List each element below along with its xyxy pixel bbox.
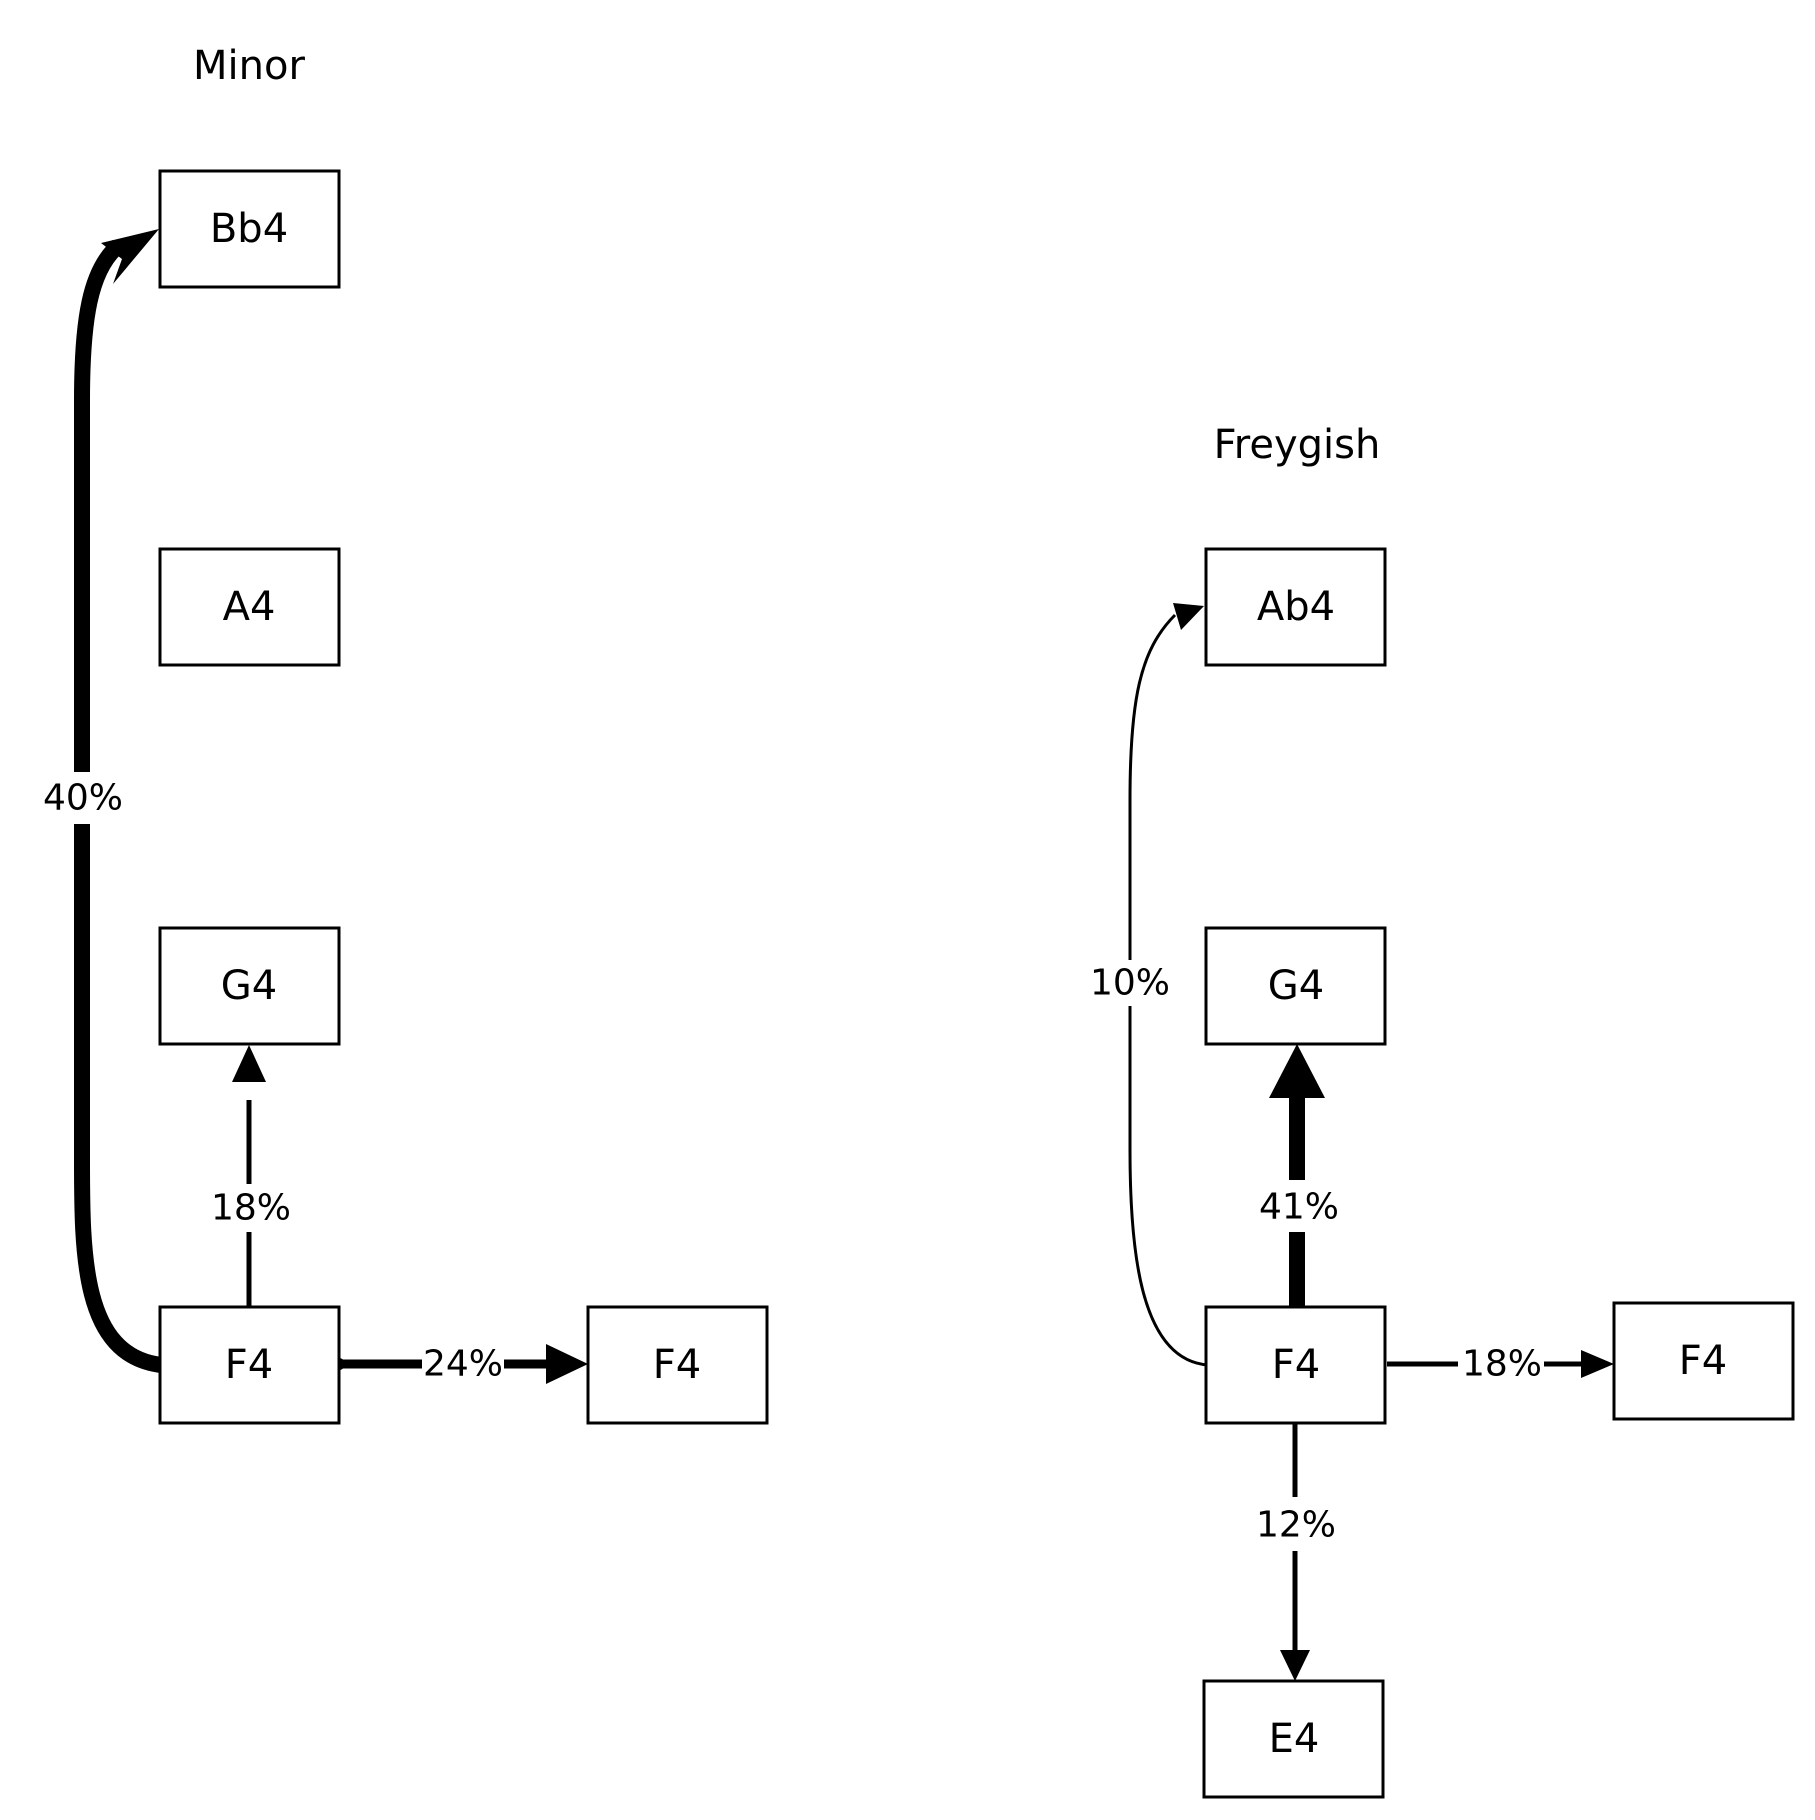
edge-label: 40% [43,778,123,819]
node-box [1612,1301,1795,1421]
edge-label: 10% [1090,963,1170,1004]
edge-line [73,239,163,1373]
edge-freygish-f4-to-f4: 18% [1387,1340,1614,1388]
edge-minor-f4-to-g4: 18% [205,1045,293,1307]
minor-title: Minor [193,43,305,89]
edge-label: 18% [211,1188,291,1229]
edge-minor-f4-to-bb4: 40% [40,229,169,1373]
node-box [158,1305,341,1425]
node-box [158,547,341,667]
label-background [1250,1497,1340,1551]
node-label: G4 [1268,963,1324,1009]
freygish-diagram: Freygish 10% 41% 18% 12% [1088,422,1795,1799]
node-box [158,926,341,1046]
label-background [1088,960,1172,1006]
edge-freygish-f4-to-ab4: 10% [1088,603,1209,1367]
node-label: Bb4 [210,206,288,252]
node-f4: F4 [1204,1305,1387,1425]
node-e4: E4 [1202,1679,1385,1799]
minor-diagram: Minor 40% 18% 24% Bb4 [40,43,769,1425]
arrowhead-icon [546,1344,588,1384]
node-ab4: Ab4 [1204,547,1387,667]
edge-label: 12% [1256,1505,1336,1546]
node-bb4: Bb4 [158,169,341,289]
arrowhead-icon [232,1045,266,1082]
node-f4: F4 [158,1305,341,1425]
node-label: F4 [225,1342,273,1388]
arrowhead-icon [1581,1350,1614,1378]
node-box [1202,1679,1385,1799]
label-background [205,1184,293,1232]
node-f4-next: F4 [586,1305,769,1425]
arrowhead-icon [101,229,159,284]
label-background [1250,1180,1344,1232]
edge-freygish-f4-to-e4: 12% [1250,1422,1340,1681]
arrowhead-icon [1173,603,1204,630]
node-label: F4 [1679,1338,1727,1384]
freygish-title: Freygish [1214,422,1381,468]
node-box [1204,926,1387,1046]
node-label: F4 [653,1342,701,1388]
node-a4: A4 [158,547,341,667]
arrowhead-icon [1280,1650,1310,1681]
edge-label: 18% [1462,1344,1542,1385]
edge-freygish-f4-to-g4: 41% [1250,1044,1344,1315]
node-label: G4 [221,963,277,1009]
edge-minor-f4-to-f4: 24% [333,1340,588,1388]
node-box [586,1305,769,1425]
arrowhead-icon [1269,1044,1325,1098]
edge-label: 24% [423,1344,503,1385]
node-label: Ab4 [1257,584,1335,630]
label-background [1458,1340,1544,1388]
node-g4: G4 [1204,926,1387,1046]
node-label: A4 [223,584,276,630]
node-box [1204,1305,1387,1425]
node-box [158,169,341,289]
node-f4-next: F4 [1612,1301,1795,1421]
node-label: E4 [1269,1716,1320,1762]
node-box [1204,547,1387,667]
label-background [40,772,126,824]
edge-line [1128,613,1209,1367]
edge-label: 41% [1259,1187,1339,1228]
label-background [422,1340,504,1388]
node-g4: G4 [158,926,341,1046]
node-label: F4 [1272,1342,1320,1388]
